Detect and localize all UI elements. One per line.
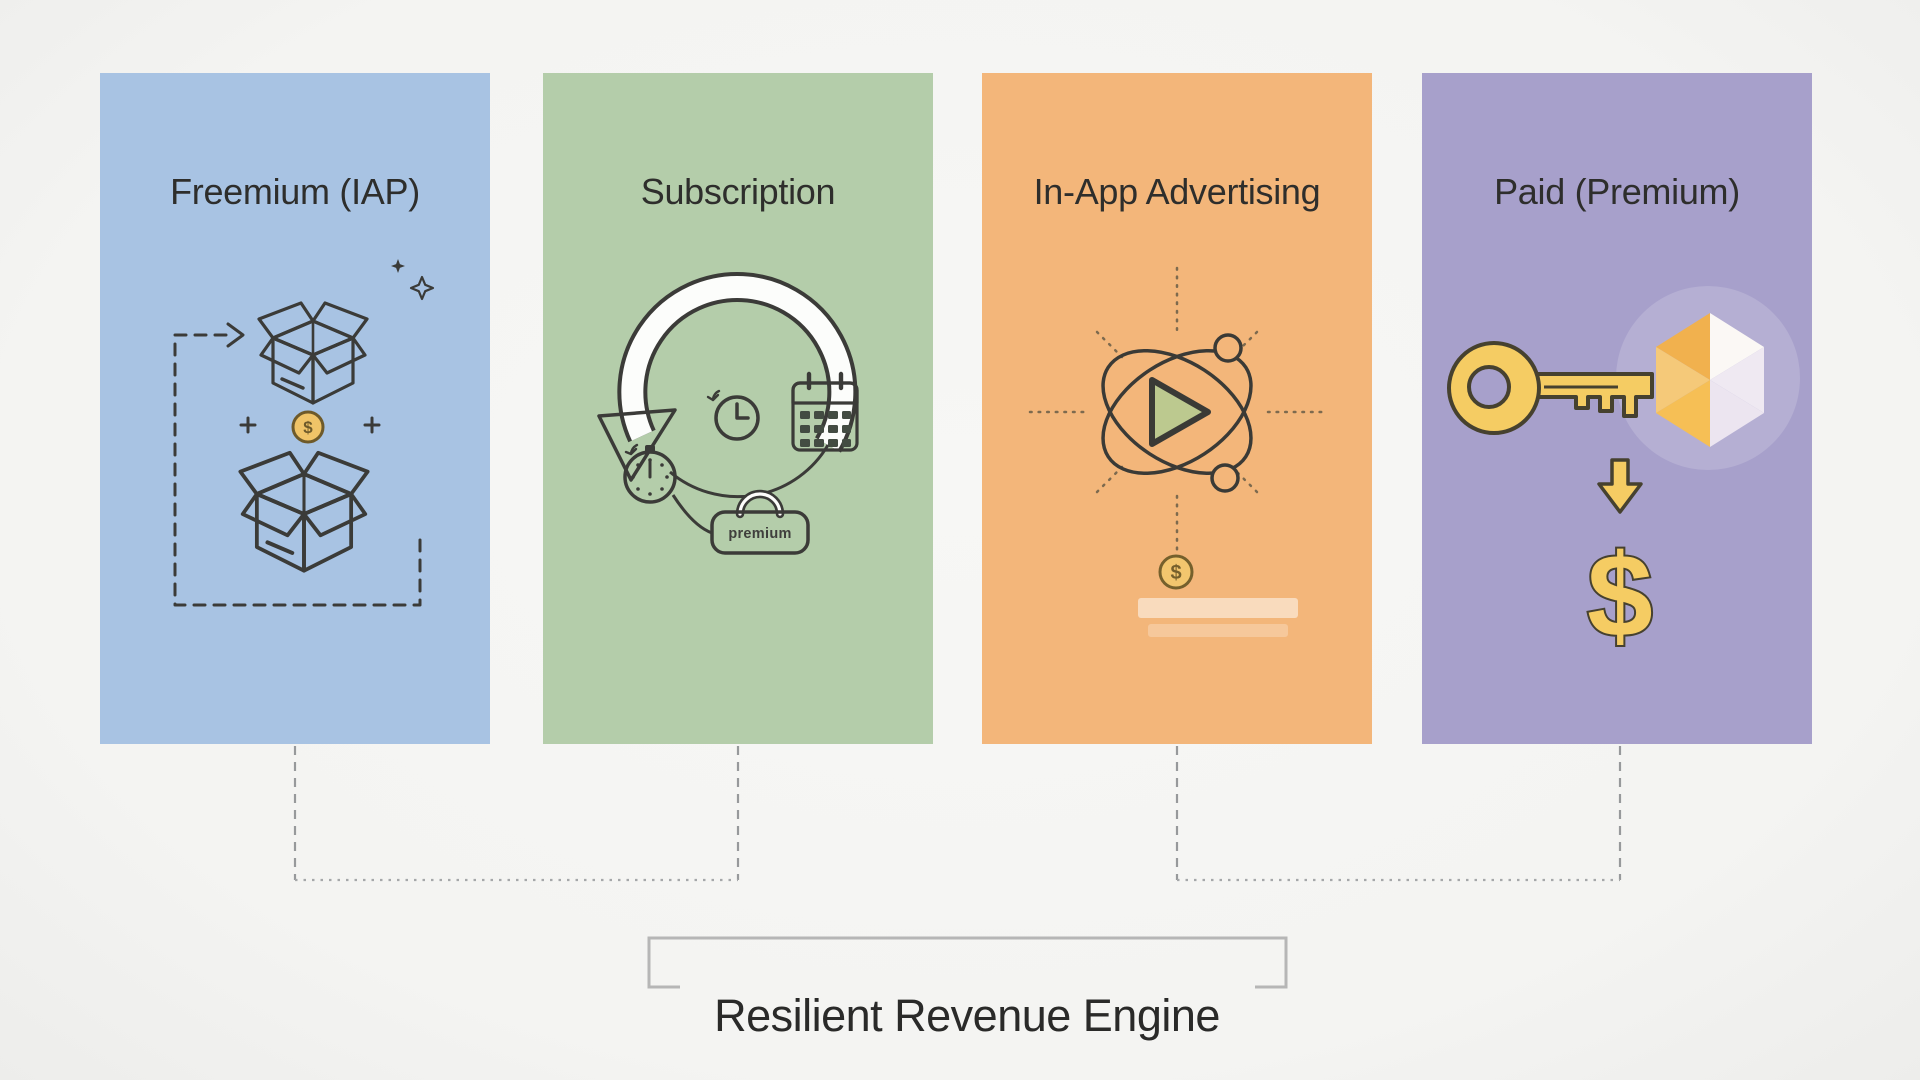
cube-gem-icon: [1656, 313, 1764, 447]
card-freemium: Freemium (IAP): [100, 73, 490, 744]
svg-text:premium: premium: [728, 526, 791, 542]
card-in-app-advertising: In-App Advertising $: [982, 73, 1372, 744]
orbit-node-top-icon: [1213, 333, 1243, 363]
open-box-large-icon: [240, 453, 367, 571]
card-title-subscription: Subscription: [640, 171, 836, 212]
stopwatch-icon: [623, 443, 677, 504]
calendar-icon: [791, 371, 859, 452]
card-title-in-app-advertising: In-App Advertising: [1033, 171, 1321, 212]
subscription-renewal-cycle-icon: premium: [597, 272, 859, 555]
card-subscription: Subscription: [543, 73, 933, 744]
card-title-paid-premium: Paid (Premium): [1494, 171, 1740, 212]
connector-right-pair: [1175, 746, 1622, 882]
dotted-rays: [1028, 266, 1326, 552]
key-icon: [1447, 341, 1654, 435]
coin-icon: $: [291, 410, 325, 444]
open-box-small-icon: [257, 301, 369, 405]
down-arrow-icon: [1597, 458, 1643, 514]
ad-orbit-play-icon: $: [1028, 266, 1326, 637]
ad-banner-bar: [1138, 598, 1298, 618]
footer-title: Resilient Revenue Engine: [714, 990, 1220, 1041]
connector-left-pair: [293, 746, 740, 882]
paid-premium-icon: $: [1447, 286, 1800, 648]
orbit-ellipses: [1101, 348, 1253, 476]
svg-text:$: $: [303, 418, 313, 437]
orbit-node-bottom-icon: [1210, 463, 1240, 493]
svg-text:$: $: [1170, 562, 1181, 584]
card-paid-premium: Paid (Premium) $: [1422, 73, 1812, 744]
footer-bracket: [647, 936, 1288, 989]
freemium-open-boxes-icon: $: [173, 259, 435, 607]
dollar-coin-icon: $: [1158, 554, 1194, 590]
dollar-sign-icon: $: [1587, 530, 1653, 648]
play-button-icon: [1149, 377, 1211, 447]
sparkle-icons: [239, 259, 435, 434]
card-title-freemium: Freemium (IAP): [170, 171, 420, 212]
dashed-loop-arrow: [173, 322, 422, 607]
clock-icon: [706, 389, 760, 441]
premium-tag-icon: premium: [710, 489, 810, 555]
ad-banner-bar-faint: [1148, 624, 1288, 637]
